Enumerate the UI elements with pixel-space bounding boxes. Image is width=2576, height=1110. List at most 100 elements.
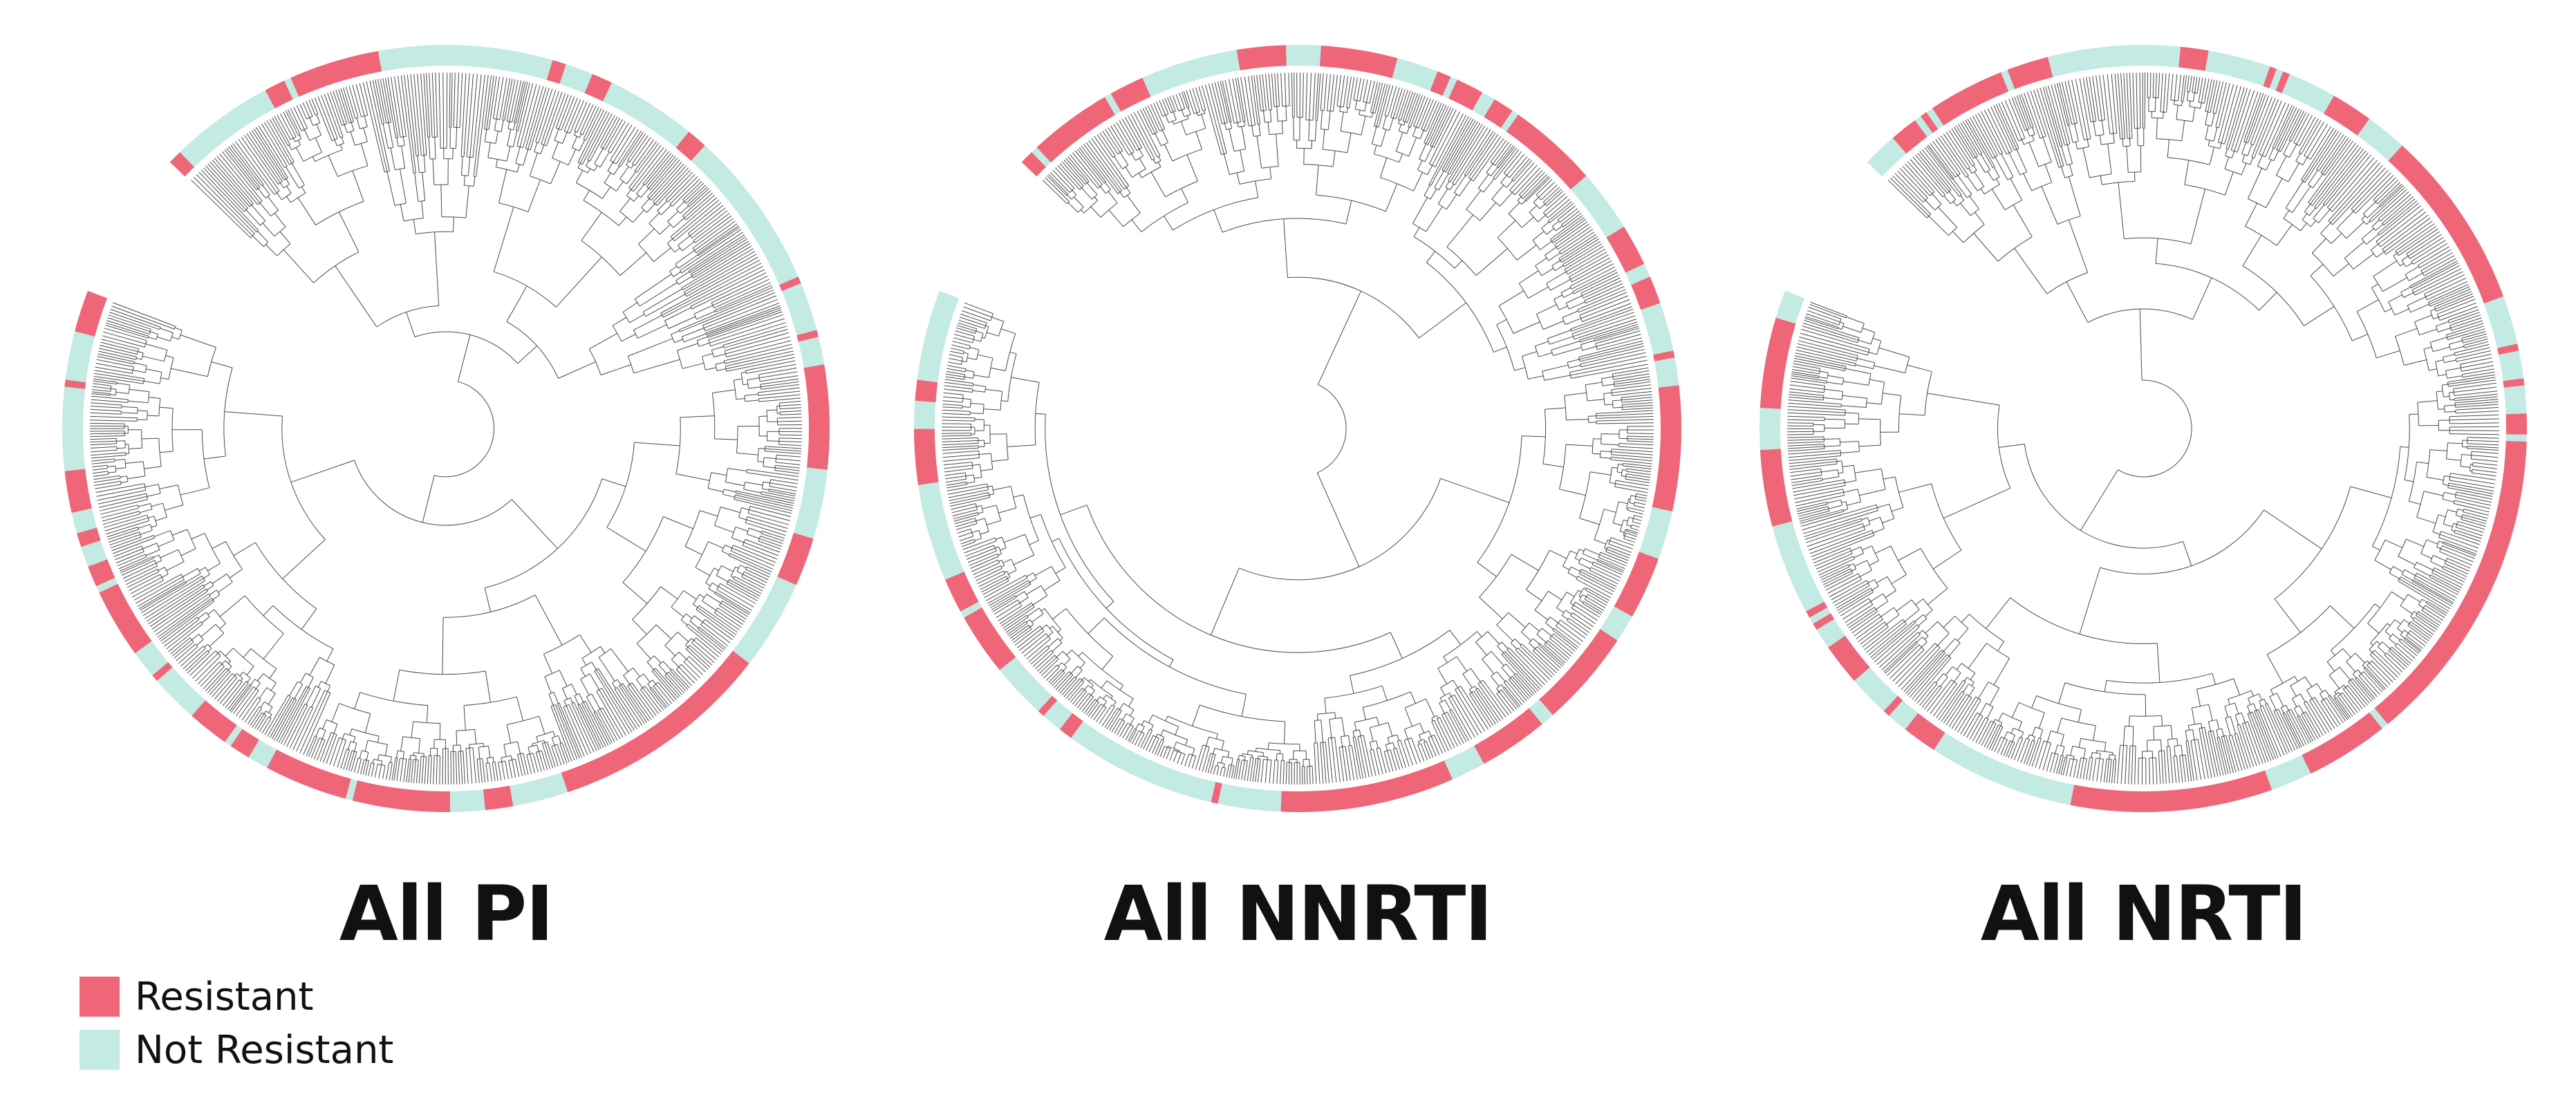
ring-segment-resistant xyxy=(304,69,318,92)
clade-arc xyxy=(315,735,317,737)
leaf-branch xyxy=(479,758,483,783)
ring-segment-not-resistant xyxy=(516,783,528,805)
internal-branch xyxy=(344,124,348,133)
leaf-branch xyxy=(1202,746,1210,772)
leaf-branch xyxy=(697,628,725,650)
internal-branch xyxy=(621,334,636,342)
leaf-branch xyxy=(2448,482,2494,491)
leaf-branch xyxy=(1320,73,1324,111)
clade-arc xyxy=(207,650,209,653)
internal-branch xyxy=(1428,731,1432,737)
clade-arc xyxy=(386,122,391,124)
internal-branch xyxy=(1517,196,1522,201)
clade-arc xyxy=(214,609,226,624)
leaf-branch xyxy=(2322,137,2349,174)
clade-arc xyxy=(1551,226,1556,232)
leaf-branch xyxy=(664,675,683,695)
leaf-branch xyxy=(2302,129,2337,182)
leaf-branch xyxy=(2201,77,2206,103)
ring-segment-not-resistant xyxy=(620,92,637,114)
leaf-branch xyxy=(954,334,974,340)
clade-arc xyxy=(1464,174,1467,177)
internal-branch xyxy=(2014,247,2048,294)
internal-branch xyxy=(142,543,158,549)
internal-branch xyxy=(207,563,221,572)
leaf-branch xyxy=(1128,115,1152,160)
internal-branch xyxy=(363,127,368,142)
leaf-branch xyxy=(1070,688,1083,703)
leaf-branch xyxy=(2456,527,2483,536)
leaf-branch xyxy=(704,303,780,332)
leaf-branch xyxy=(90,446,117,449)
leaf-branch xyxy=(1072,152,1101,187)
internal-branch xyxy=(612,317,627,326)
leaf-branch xyxy=(684,182,704,203)
clade-arc xyxy=(226,574,233,583)
leaf-branch xyxy=(1130,113,1155,159)
leaf-branch xyxy=(942,404,963,406)
clade-arc xyxy=(1044,608,1061,630)
internal-branch xyxy=(1546,271,1567,284)
leaf-branch xyxy=(94,370,144,379)
ring-segment-resistant xyxy=(806,460,828,471)
leaf-branch xyxy=(91,464,108,468)
leaf-branch xyxy=(2194,76,2198,93)
internal-branch xyxy=(622,582,648,604)
internal-branch xyxy=(647,684,651,688)
leaf-branch xyxy=(691,241,749,277)
internal-branch xyxy=(309,657,320,676)
clade-arc xyxy=(174,326,176,330)
leaf-branch xyxy=(2403,638,2421,652)
clade-arc xyxy=(503,741,518,745)
internal-branch xyxy=(653,655,662,664)
internal-branch xyxy=(678,276,693,285)
internal-branch xyxy=(400,736,404,751)
clade-arc xyxy=(1123,192,1131,198)
internal-branch xyxy=(1110,696,1113,699)
clade-arc xyxy=(1584,300,1586,303)
internal-branch xyxy=(2443,491,2456,496)
internal-branch xyxy=(1004,570,1007,573)
ring-segment-resistant xyxy=(987,641,1008,659)
internal-branch xyxy=(1991,189,2006,210)
leaf-branch xyxy=(1211,83,1223,124)
leaf-branch xyxy=(2181,75,2185,102)
leaf-branch xyxy=(1570,615,1592,630)
clade-arc xyxy=(147,411,148,420)
leaf-branch xyxy=(1450,696,1475,737)
leaf-branch xyxy=(558,95,572,129)
leaf-branch xyxy=(2212,80,2221,113)
clade-arc xyxy=(1948,227,1957,236)
clade-arc xyxy=(2276,149,2281,152)
leaf-branch xyxy=(687,646,711,668)
ring-segment-not-resistant xyxy=(578,71,593,93)
leaf-branch xyxy=(1415,97,1428,128)
internal-branch xyxy=(1565,610,1572,615)
leaf-branch xyxy=(1614,486,1648,493)
ring-segment-resistant xyxy=(1372,53,1385,75)
clade-arc xyxy=(998,560,1000,563)
ring-segment-resistant xyxy=(716,666,736,686)
ring-segment-resistant xyxy=(75,324,97,337)
clade-arc xyxy=(2176,119,2193,122)
internal-branch xyxy=(712,389,736,393)
internal-branch xyxy=(1004,534,1025,543)
clade-arc xyxy=(1578,557,1582,563)
leaf-branch xyxy=(1634,502,1646,505)
leaf-branch xyxy=(2406,231,2440,254)
clade-arc xyxy=(716,583,721,590)
internal-branch xyxy=(1548,252,1560,261)
leaf-branch xyxy=(1049,172,1070,193)
clade-arc xyxy=(2283,218,2301,232)
clade-arc xyxy=(583,200,619,226)
clade-arc xyxy=(626,195,635,202)
internal-branch xyxy=(328,155,338,177)
internal-branch xyxy=(696,310,716,320)
leaf-branch xyxy=(1571,266,1616,290)
leaf-branch xyxy=(520,753,526,776)
ring-segment-resistant xyxy=(579,763,595,785)
leaf-branch xyxy=(1579,346,1645,362)
leaf-branch xyxy=(1186,90,1195,114)
internal-branch xyxy=(702,601,716,611)
internal-branch xyxy=(1058,662,1063,667)
